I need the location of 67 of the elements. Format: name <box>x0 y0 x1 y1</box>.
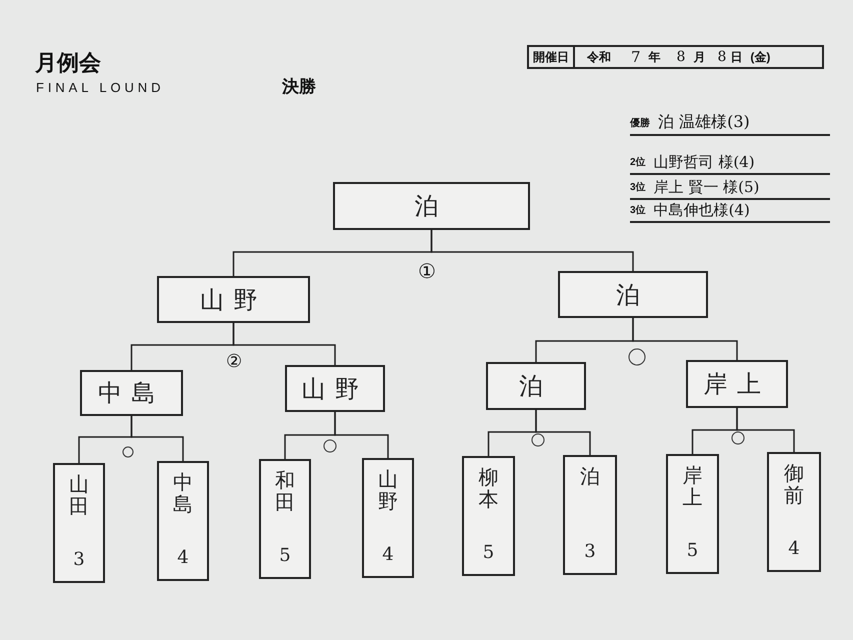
table-cell-text: 令和 <box>587 49 611 66</box>
player-name: 山野 <box>378 468 398 512</box>
rank-label: 優勝 <box>630 116 650 131</box>
table-cell-text: 年 <box>648 49 661 66</box>
player-name: 山田 <box>69 473 89 517</box>
bracket-line <box>535 410 591 455</box>
rank-label: 2位 <box>630 156 646 170</box>
match-number: ① <box>418 258 436 285</box>
player-name: 柳本 <box>478 466 498 510</box>
handicap-number: 3 <box>73 548 85 572</box>
player-name: 泊 <box>414 191 448 222</box>
player-name: 泊 <box>616 280 650 310</box>
winner-box <box>686 360 788 408</box>
table-cell-text: 日 <box>730 49 742 66</box>
player-name: 泊 <box>580 465 600 487</box>
subtitle: FINAL LOUND <box>36 79 164 97</box>
winner-box <box>157 276 310 323</box>
table-cell-text: (金) <box>750 49 770 66</box>
player-name: 中島 <box>173 471 193 515</box>
handicap-number: 4 <box>788 537 800 561</box>
player-name: 和田 <box>275 469 295 513</box>
player-name: 御前 <box>784 462 804 506</box>
handicap-number: 4 <box>177 546 189 570</box>
rank-label: 3位 <box>630 204 646 218</box>
table-cell-text: 7 <box>631 46 641 68</box>
handicap-number: 5 <box>482 541 494 565</box>
player-card <box>563 455 617 575</box>
player-card <box>666 454 719 574</box>
winner-box <box>486 362 586 410</box>
player-card <box>259 459 311 579</box>
bracket-line <box>334 412 389 458</box>
player-card <box>462 456 515 576</box>
player-name: 中島 <box>98 378 166 409</box>
handicap-number: 3 <box>584 540 596 564</box>
table-cell-text: 8 <box>717 48 726 66</box>
bracket-line <box>632 318 738 360</box>
handicap-number: 5 <box>686 539 698 563</box>
player-card <box>362 458 414 578</box>
player-name: 中島伸也様(4) <box>654 200 750 220</box>
winner-box <box>80 370 183 416</box>
bracket-line <box>736 408 795 452</box>
winner-box <box>285 365 385 412</box>
bracket-line <box>232 323 336 365</box>
player-name: 山野 <box>301 374 369 404</box>
subtitle: 決勝 <box>282 76 316 98</box>
player-name: 泊 <box>519 371 553 402</box>
winner-box <box>333 182 530 230</box>
bracket-line <box>130 416 184 461</box>
player-name: 岸上 <box>682 464 702 508</box>
match-number: ② <box>226 350 242 374</box>
handicap-number: 5 <box>279 544 291 568</box>
table-header: 開催日 <box>529 47 575 67</box>
player-card <box>767 452 821 572</box>
player-card <box>53 463 105 583</box>
table-cell-text: 8 <box>676 48 686 66</box>
handicap-number: 4 <box>382 543 394 567</box>
player-name: 岸上 <box>703 369 771 400</box>
winner-box <box>558 271 708 318</box>
player-card <box>157 461 209 581</box>
player-name: 山野 <box>200 284 268 316</box>
player-name: 山野哲司 様(4) <box>654 152 755 172</box>
rank-label: 3位 <box>630 180 646 195</box>
title: 月例会 <box>35 49 101 77</box>
winner-name: 泊 温雄様(3) <box>658 111 750 133</box>
table-cell-text: 月 <box>693 49 706 66</box>
player-name: 岸上 賢一 様(5) <box>654 176 760 198</box>
bracket-line <box>430 230 634 271</box>
